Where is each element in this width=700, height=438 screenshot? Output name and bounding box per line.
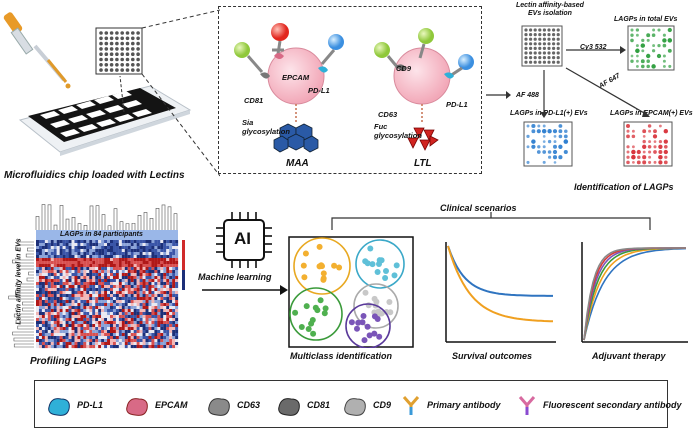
multiclass-label: Multiclass identification xyxy=(290,351,393,361)
ltl-marker-pdl1: PD-L1 xyxy=(446,100,468,109)
legend-item-cd81: CD81 xyxy=(275,381,330,429)
legend-item-cd63: CD63 xyxy=(205,381,260,429)
legend-item-fluorescent-secondary-antibody: Fluorescent secondary antibody xyxy=(515,381,682,429)
ltl-lectin-label: LTL xyxy=(414,158,432,169)
maa-ev-complex xyxy=(234,23,344,153)
row-dendrogram xyxy=(8,241,34,348)
legend-item-cd9: CD9 xyxy=(341,381,391,429)
adjuvant-curves xyxy=(581,242,688,343)
lagp-arrays xyxy=(521,25,675,167)
epcam-evs-array xyxy=(623,121,673,167)
total-evs-array xyxy=(627,25,675,71)
survival-label: Survival outcomes xyxy=(452,351,533,361)
chip-caption: Microfluidics chip loaded with Lectins xyxy=(4,170,185,181)
maa-marker-epcam: EPCAM xyxy=(282,73,310,82)
epcam-evs-title: LAGPs in EPCAM(+) EVs xyxy=(610,110,693,117)
legend-item-epcam: EPCAM xyxy=(123,381,188,429)
ai-chip-illustration xyxy=(202,212,288,295)
heatmap-blue-bar xyxy=(182,270,185,290)
pdl1-evs-title: LAGPs in PD-L1(+) EVs xyxy=(510,110,588,117)
ltl-marker-cd63: CD63 xyxy=(378,110,398,119)
lectin-binding-graphic xyxy=(234,23,474,153)
dye-af488: AF 488 xyxy=(516,92,539,99)
identification-label: Identification of LAGPs xyxy=(574,182,674,192)
chip-wells xyxy=(40,91,152,137)
fluorescent-secondary-antibody-icon xyxy=(518,396,536,415)
epcam-icon xyxy=(126,398,148,416)
isolation-array xyxy=(521,25,563,67)
maa-marker-pdl1: PD-L1 xyxy=(308,86,330,95)
pdl1-icon xyxy=(48,398,70,416)
lectin-binding-panel xyxy=(218,6,482,174)
cd81-icon xyxy=(278,398,300,416)
primary-antibody-icon xyxy=(402,396,420,415)
heatmap-title: LAGPs in 84 participants xyxy=(60,231,143,238)
heatmap-cells xyxy=(36,240,179,349)
isolation-title: Lectin affinity-based EVs isolation xyxy=(516,2,584,17)
microfluidics-chip-illustration xyxy=(3,12,192,156)
pdl1-evs-array xyxy=(523,121,573,167)
lagp-heatmap xyxy=(8,204,185,349)
column-dendrogram xyxy=(35,204,178,230)
zoom-connector xyxy=(141,9,220,177)
maa-marker-cd81: CD81 xyxy=(244,96,264,105)
ai-label: AI xyxy=(234,229,251,248)
heatmap-red-bar xyxy=(182,240,185,270)
clinical-scenarios-bracket xyxy=(331,212,651,230)
dye-cy3: Cy3 532 xyxy=(580,44,607,51)
ltl-marker-cd9: CD9 xyxy=(396,64,412,73)
ai-chip-icon xyxy=(216,212,272,268)
maa-lectin-label: MAA xyxy=(286,158,309,169)
pipette-icon xyxy=(3,12,71,89)
profiling-label: Profiling LAGPs xyxy=(30,356,107,367)
heatmap-title-bar xyxy=(36,230,178,240)
cd9-icon xyxy=(344,398,366,416)
adjuvant-label: Adjuvant therapy xyxy=(592,351,666,361)
lectin-dot-array xyxy=(99,31,140,72)
total-evs-title: LAGPs in total EVs xyxy=(614,16,678,23)
cd63-icon xyxy=(208,398,230,416)
multiclass-clusters xyxy=(288,236,414,348)
maa-lectin-icon xyxy=(273,123,319,153)
clinical-scenarios-label: Clinical scenarios xyxy=(440,203,517,213)
legend: PD-L1 EPCAM CD63 CD81 CD9 Primary antibo… xyxy=(34,380,682,429)
ltl-ev-complex xyxy=(374,28,474,151)
legend-item-primary-antibody: Primary antibody xyxy=(399,381,501,429)
legend-item-pdl1: PD-L1 xyxy=(45,381,103,429)
survival-curves xyxy=(445,242,556,343)
machine-learning-label: Machine learning xyxy=(198,272,272,282)
ltl-glyco-label: Fuc glycosylation xyxy=(374,122,422,140)
ltl-lectin-icon xyxy=(407,127,439,151)
maa-glyco-label: Sia glycosylation xyxy=(242,118,290,136)
panel-to-array-arrow xyxy=(486,91,511,99)
